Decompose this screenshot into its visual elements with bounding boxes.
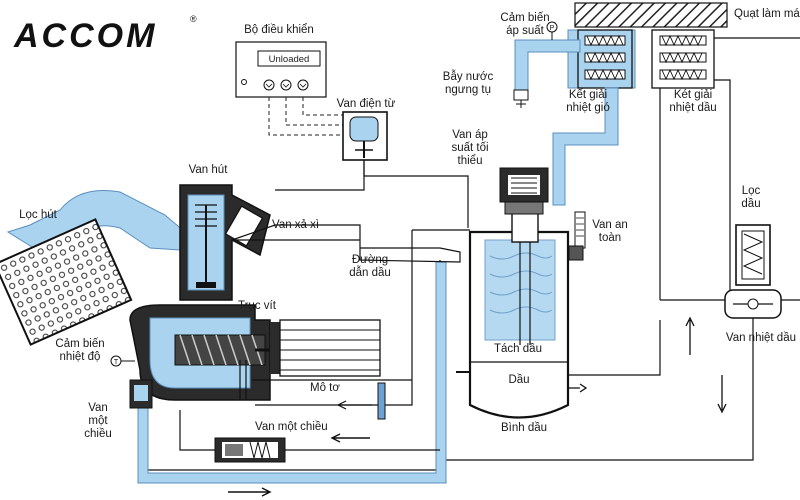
solenoid-pipe-left xyxy=(275,160,365,191)
label-temp-sensor-1: Cảm biến xyxy=(55,338,104,350)
label-oil-line-1: Đường xyxy=(352,254,388,266)
solenoid-pipe-right xyxy=(363,160,469,228)
label-oil: Dầu xyxy=(508,374,529,386)
motor xyxy=(270,319,381,377)
label-condensate-trap-1: Bẫy nước xyxy=(443,70,494,83)
label-gas-cooler-1: Kết giải xyxy=(569,89,607,101)
thermostatic-valve xyxy=(724,289,782,319)
oil-return-line xyxy=(440,299,800,461)
label-oil-filter-1: Lọc xyxy=(742,185,761,197)
accom-logo: ACCOM ® xyxy=(13,14,197,55)
check-valve-line xyxy=(179,410,215,451)
controller-display: Unloaded xyxy=(269,54,310,65)
label-check-valve-bottom: Van một chiều xyxy=(255,421,328,433)
cooling-fan xyxy=(574,2,728,28)
arrow-right xyxy=(228,487,272,497)
label-controller: Bộ điều khiển xyxy=(244,24,314,36)
check-valve-left xyxy=(129,379,153,409)
label-solenoid: Van điện từ xyxy=(337,98,396,110)
label-pressure-sensor-1: Cảm biến xyxy=(500,12,549,24)
label-oil-tank: Bình dầu xyxy=(501,422,547,434)
label-check-valve-left-1: Van xyxy=(88,402,108,414)
label-safety-valve-1: Van an xyxy=(592,219,628,231)
label-min-pressure-3: thiểu xyxy=(458,155,483,167)
arrow-up xyxy=(685,316,695,355)
tank-to-filter-line xyxy=(568,320,661,376)
air-filter xyxy=(0,218,133,346)
arrow-down xyxy=(717,375,727,414)
label-pressure-sensor-2: áp suất xyxy=(506,25,545,37)
safety-valve xyxy=(568,211,586,261)
oil-cooler xyxy=(651,29,715,89)
label-check-valve-left-3: chiều xyxy=(84,428,112,440)
oil-filter xyxy=(735,224,771,286)
label-gas-cooler-2: nhiệt gió xyxy=(566,102,609,114)
label-check-valve-left-2: một xyxy=(88,415,108,427)
registered-mark: ® xyxy=(190,14,197,24)
screw-oil-pipe xyxy=(239,360,247,400)
compressor-body xyxy=(129,184,285,401)
label-thermostatic-valve: Van nhiệt dầu xyxy=(726,332,796,344)
controller-signal-lines xyxy=(268,97,352,136)
motor-sight-glass xyxy=(377,382,386,420)
oil-separator-tank xyxy=(468,211,570,419)
drain-valve xyxy=(568,383,588,393)
label-suction-valve: Van hút xyxy=(189,164,229,176)
label-condensate-trap-2: ngưng tụ xyxy=(445,84,491,96)
controller-unit: Unloaded xyxy=(235,41,327,98)
label-fan: Quạt làm mát xyxy=(734,8,800,20)
label-oil-separator: Tách dầu xyxy=(494,343,542,355)
gas-cooler xyxy=(577,29,633,89)
label-min-pressure-2: suất tối xyxy=(451,142,488,154)
discharge-pipe xyxy=(231,224,461,263)
label-blowdown-valve: Van xả xì xyxy=(272,219,319,231)
condensate-trap-icon xyxy=(513,89,529,101)
label-safety-valve-2: toàn xyxy=(599,232,621,244)
label-oil-line-2: dẫn dầu xyxy=(349,266,391,279)
label-screw: Trục vít xyxy=(238,300,277,312)
label-temp-sensor-2: nhiệt độ xyxy=(60,351,101,363)
pressure-sensor-mark: P xyxy=(550,25,555,32)
solenoid-valve xyxy=(342,111,388,161)
label-oil-filter-2: dầu xyxy=(741,198,760,210)
separator-to-cooler-flow xyxy=(552,87,619,206)
label-oil-cooler-2: nhiệt dầu xyxy=(669,102,716,114)
arrow-left xyxy=(330,433,370,443)
temp-sensor-mark: T xyxy=(114,359,119,366)
logo-text: ACCOM xyxy=(13,17,157,55)
label-min-pressure-1: Van áp xyxy=(452,129,488,141)
oil-line-main xyxy=(385,230,413,406)
label-air-filter: Lọc hút xyxy=(19,209,58,221)
label-oil-cooler-1: Két giải xyxy=(674,89,712,101)
check-valve-bottom xyxy=(214,437,286,463)
label-motor: Mô tơ xyxy=(310,382,340,394)
oil-cooler-pipe xyxy=(714,37,800,290)
min-pressure-valve xyxy=(499,167,549,215)
